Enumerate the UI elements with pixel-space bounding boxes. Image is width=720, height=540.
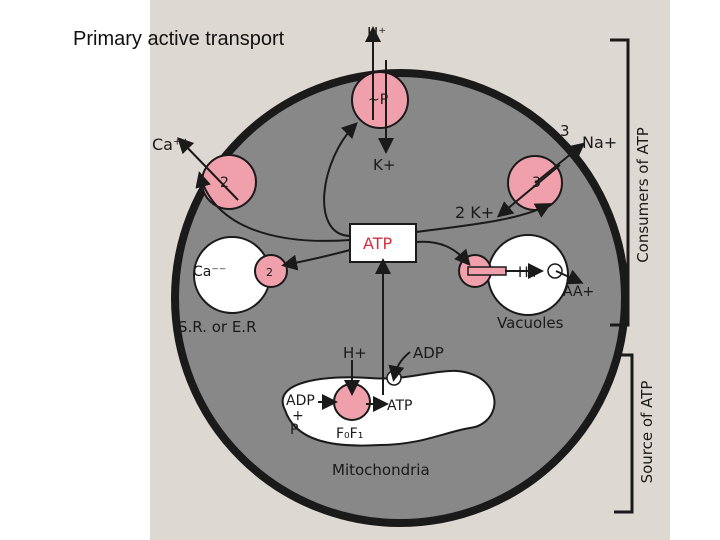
atp-to-sr-arrow	[281, 249, 351, 271]
mito-adp-p-line1: ADP	[286, 393, 315, 409]
ca-pump	[201, 154, 257, 210]
vacuole-antiporter	[547, 263, 563, 279]
vacuole-h-label: H+	[518, 265, 540, 281]
adp-into-mito-arrow	[388, 351, 411, 382]
consumers-bracket	[610, 38, 630, 327]
mito-atp-label: ATP	[387, 398, 412, 414]
atp-box-label: ATP	[363, 234, 392, 253]
consumers-of-atp-label: Consumers of ATP	[634, 127, 652, 263]
aa-arrow	[555, 269, 584, 285]
k-influx-na-pump-arrow	[496, 164, 561, 218]
atp-to-vacuole-arrow	[415, 240, 471, 267]
top-pump-k-label: K+	[373, 156, 395, 174]
source-bracket	[614, 353, 634, 514]
slide-title: Primary active transport	[73, 28, 285, 50]
atp-to-top-pump-arrow	[323, 122, 358, 237]
mitochondria-label: Mitochondria	[332, 461, 430, 479]
mito-adp-p-line2: +	[292, 408, 304, 424]
sr-ion-label: Ca⁻⁻	[193, 264, 226, 280]
mito-adp-p-line3: P	[290, 422, 298, 438]
na-pump-stoich-top: 3	[560, 122, 570, 140]
flux-arrows	[177, 26, 586, 412]
vacuole-aa-label: AA+	[563, 284, 594, 300]
sr-er-label: S.R. or E.R	[178, 318, 257, 336]
h-k-pump	[351, 71, 409, 129]
source-of-atp-label: Source of ATP	[638, 381, 656, 484]
mito-adp-label: ADP	[413, 344, 444, 362]
vacuoles-label: Vacuoles	[497, 314, 564, 332]
atp-to-ca-pump-arrow	[195, 171, 351, 242]
ca-pump-stoich: 2	[220, 175, 229, 191]
ca-efflux-arrow	[177, 137, 239, 201]
sr-pump-stoich: 2	[266, 266, 273, 279]
atp-box	[349, 223, 417, 263]
top-pump-energy-label: ~P	[368, 92, 388, 108]
ca-ion-label: Ca⁺⁺	[152, 135, 190, 154]
na-pump-stoich-bottom: 3	[532, 175, 541, 191]
na-ion-label: Na+	[582, 133, 617, 152]
vacuole-channel	[467, 266, 507, 276]
na-efflux-arrow	[534, 142, 586, 184]
sr-pump	[254, 254, 288, 288]
k-count-label: 2 K+	[455, 203, 494, 222]
mito-h-label: H+	[343, 344, 367, 362]
atp-to-na-pump-arrow	[415, 203, 552, 233]
top-pump-h-label: H⁺	[367, 24, 386, 42]
f0f1-label: F₀F₁	[336, 426, 363, 442]
